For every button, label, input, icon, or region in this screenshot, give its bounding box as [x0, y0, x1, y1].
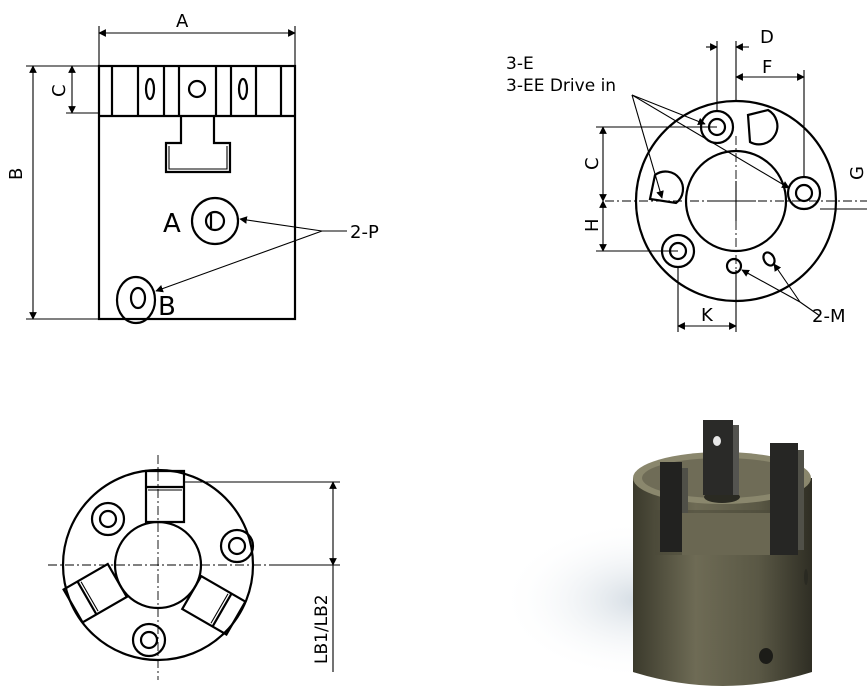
m-hole-2: [762, 251, 776, 267]
end-view: 3-E 3-EE Drive in 2-M D F C H G: [506, 27, 867, 332]
dim-d-label: D: [760, 27, 774, 48]
callout-arrow-to-b: [155, 230, 323, 293]
jaw-pin-center: [187, 79, 207, 99]
jaw-slot-left: [144, 77, 156, 101]
callout-2m: 2-M: [812, 306, 845, 327]
callout-3e: 3-E: [506, 54, 534, 74]
dim-c-label: C: [49, 84, 70, 97]
m-hole-1: [725, 257, 743, 275]
callout-arrow-to-a: [239, 216, 323, 232]
jaw-band-dividers: [110, 66, 283, 116]
port-a-label: A: [163, 209, 181, 239]
screw-hole-right: [219, 528, 255, 564]
screw-hole-bottom: [131, 622, 167, 658]
dim-lb-label: LB1/LB2: [312, 594, 332, 664]
port-b-inner: [129, 286, 147, 310]
dim-h-label: H: [582, 218, 603, 232]
port-b-label: B: [158, 292, 176, 322]
dim-k-label: K: [701, 305, 714, 326]
gripper-render: [500, 420, 812, 686]
jaw-pocket-top: [746, 108, 779, 146]
side-view-body-outline: [97, 64, 297, 321]
port-a-inner: [204, 210, 226, 232]
screw-hole-left: [90, 501, 126, 537]
side-view: A B 2-P A B C: [6, 11, 379, 325]
render-jaw-left: [660, 462, 688, 552]
render-port-a: [759, 648, 773, 664]
jaw-pocket-left: [648, 170, 685, 205]
t-slot-inner: [168, 146, 228, 170]
port-a-outer: [190, 196, 240, 246]
render-jaw-right: [770, 443, 804, 555]
callout-3ee: 3-EE Drive in: [506, 76, 616, 96]
jaw-right: [180, 574, 247, 637]
t-slot-outline: [164, 116, 232, 174]
dim-a-label: A: [176, 11, 189, 32]
callout-2p: 2-P: [350, 222, 379, 243]
dim-b-label: B: [6, 168, 27, 180]
jaw-view: LB1/LB2: [48, 455, 340, 680]
dim-g-label: G: [847, 166, 867, 180]
render-port-b: [804, 569, 808, 585]
port-b-outer: [115, 275, 157, 325]
jaw-slot-right: [237, 77, 249, 101]
jaw-top: [144, 469, 186, 524]
jaw-left: [62, 562, 129, 624]
dim-c-end-label: C: [582, 157, 603, 170]
render-jaw-back: [703, 420, 739, 495]
mount-hole-right: [786, 175, 822, 211]
dim-f-label: F: [762, 57, 772, 78]
